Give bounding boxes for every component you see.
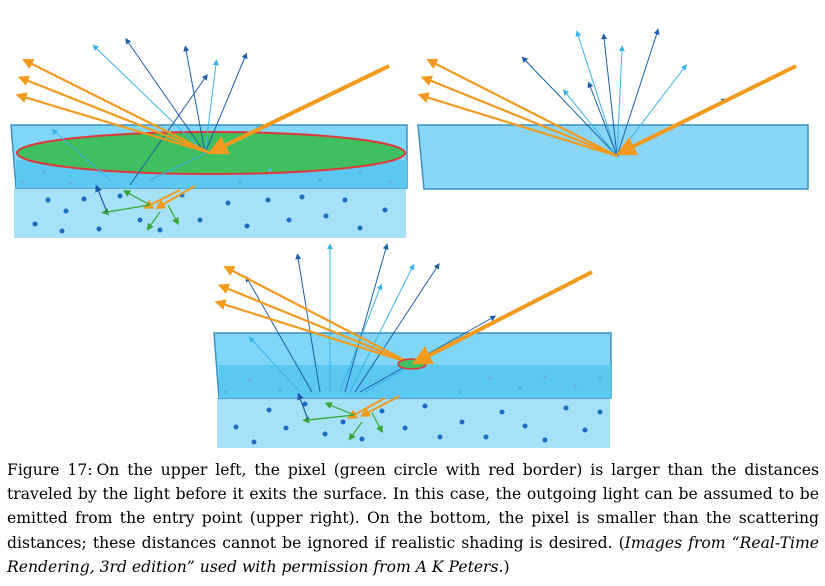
caption-credit: Images from “Real-Time Rendering, 3rd ed… [7,533,819,576]
panel-upper-right [417,28,809,190]
material-body [14,188,406,238]
material-surface [417,124,809,190]
panel-bottom [213,243,612,448]
caption-text: On the upper left, the pixel (green circ… [7,461,819,552]
panel-upper-left [10,38,408,238]
figure-caption: Figure 17:On the upper left, the pixel (… [7,458,819,579]
material-body [217,398,610,448]
figure-illustration [10,28,809,448]
scatter-dots [32,192,388,234]
incoming-light [207,64,390,155]
incoming-light [411,270,593,365]
caption-label: Figure 17: [7,461,93,479]
pixel-area [397,358,427,370]
incoming-light [615,64,797,156]
caption-close: ) [503,557,510,576]
surface-band [219,365,611,398]
